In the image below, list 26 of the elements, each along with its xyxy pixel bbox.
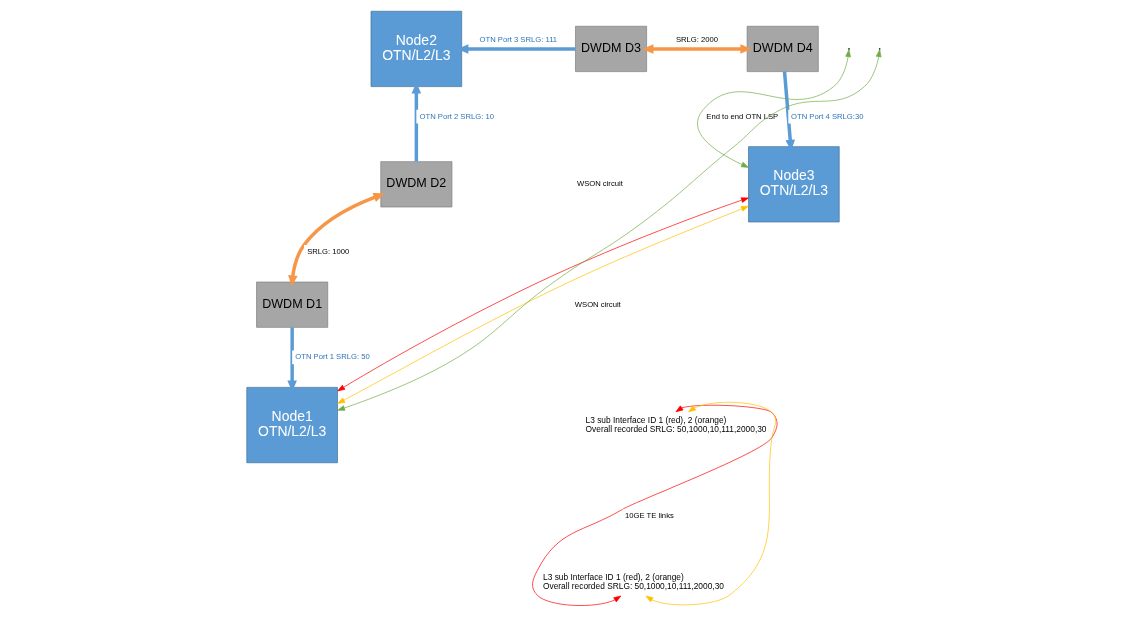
label: WSON circuit [576, 179, 623, 189]
arrow [782, 71, 796, 151]
node-box: DWDM D4 [746, 25, 819, 72]
node-box: Node2 OTN/L2/L3 [370, 10, 463, 87]
node-text: L3 sub Interface ID 1 (red), 2 (orange) Overall recorded SRLG: 50,1000,10,111,2000,30 [543, 572, 724, 592]
node-box: DWDM D1 [256, 281, 329, 328]
arrow [337, 49, 882, 411]
edge-label: End to end OTN LSP [706, 111, 779, 121]
node-box: DWDM D3 [575, 25, 647, 72]
arrow [532, 404, 778, 606]
label: WSON circuit [574, 299, 621, 309]
node-box: DWDM D2 [380, 161, 453, 208]
edge-label: OTN Port 2 SRLG: 10 [419, 111, 494, 121]
node-box: Node1 OTN/L2/L3 [246, 387, 338, 464]
arrow [288, 192, 385, 287]
node-box: Node3 OTN/L2/L3 [748, 146, 840, 223]
arrow [642, 44, 752, 54]
edge-label: OTN Port 3 SRLG: 111 [479, 34, 558, 44]
node-text: L3 sub Interface ID 1 (red), 2 (orange) Overall recorded SRLG: 50,1000,10,111,2000,30 [585, 414, 767, 434]
edge-label: 10GE TE links [625, 511, 674, 521]
edge-label: OTN Port 4 SRLG:30 [791, 111, 864, 121]
arrow [697, 49, 851, 168]
edge-label: SRLG: 2000 [675, 34, 719, 44]
edge-label: SRLG: 1000 [307, 246, 350, 256]
arrow [645, 401, 777, 606]
edge-label: OTN Port 1 SRLG: 50 [295, 352, 370, 362]
